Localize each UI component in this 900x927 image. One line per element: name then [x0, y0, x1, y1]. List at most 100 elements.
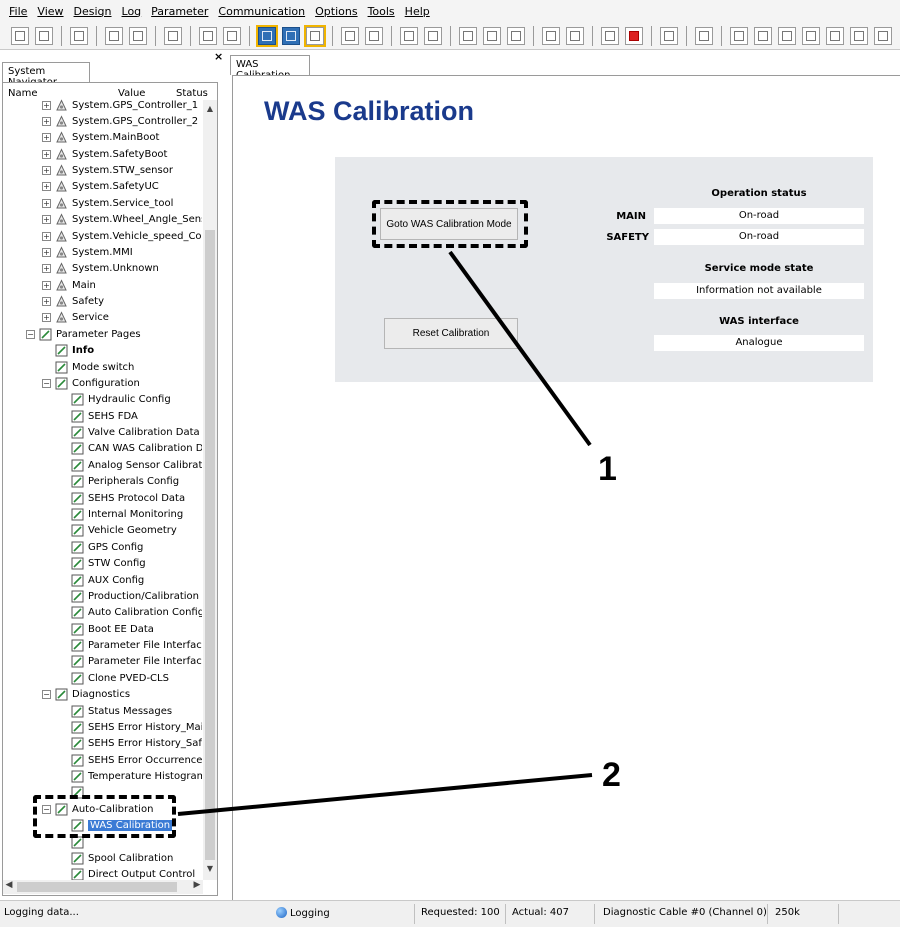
tree-node[interactable]: GPS Config [58, 539, 143, 555]
collapse-icon[interactable]: − [42, 690, 51, 700]
menu-view[interactable]: View [37, 4, 64, 18]
new-file-icon[interactable] [11, 26, 29, 45]
tree-node[interactable]: Parameter File Interfac… [58, 654, 202, 670]
expand-icon[interactable]: + [42, 313, 51, 323]
tree-node[interactable]: Clone PVED-CLS [58, 670, 169, 686]
expand-icon[interactable]: + [42, 247, 51, 257]
tree-node[interactable]: Temperature Histogram [58, 769, 202, 785]
tree-node[interactable]: −Configuration [42, 375, 140, 391]
panel-view-icon[interactable] [282, 26, 300, 45]
column-status[interactable]: Status [176, 88, 208, 99]
scroll-left-icon[interactable]: ◀ [5, 880, 13, 890]
tree-node[interactable]: STW Config [58, 556, 146, 572]
node-icon[interactable] [199, 26, 217, 45]
tree-node[interactable]: Valve Calibration Data [58, 425, 200, 441]
tree-node[interactable]: +System.MainBoot [42, 130, 159, 146]
tree-node[interactable]: Boot EE Data [58, 621, 154, 637]
database-icon[interactable] [730, 26, 748, 45]
expand-icon[interactable]: + [42, 100, 51, 110]
tree-node[interactable]: Parameter File Interfac… [58, 638, 202, 654]
tree-node[interactable]: +Main [42, 277, 96, 293]
tree-node[interactable]: −Auto-Calibration [42, 801, 153, 817]
split-view-icon[interactable] [304, 24, 326, 47]
tree-node[interactable]: +System.STW_sensor [42, 163, 173, 179]
database-import-icon[interactable] [850, 26, 868, 45]
read-parameters-icon[interactable] [459, 26, 477, 45]
disconnect-icon[interactable] [129, 26, 147, 45]
tree-node[interactable]: SEHS Error Occurrence… [58, 752, 202, 768]
connect-icon[interactable] [105, 26, 123, 45]
tree-node[interactable]: −Diagnostics [42, 687, 130, 703]
navigator-vertical-scrollbar[interactable]: ▲ ▼ [203, 100, 217, 880]
tree-node[interactable]: Auto Calibration Config [58, 605, 202, 621]
expand-icon[interactable]: + [42, 198, 51, 208]
print-icon[interactable] [341, 26, 359, 45]
menu-file[interactable]: File [9, 4, 28, 18]
expand-icon[interactable]: + [42, 297, 51, 307]
play-icon[interactable] [601, 26, 619, 45]
scroll-down-icon[interactable]: ▼ [206, 864, 214, 873]
expand-icon[interactable]: + [42, 133, 51, 143]
load-file-icon[interactable] [542, 26, 560, 45]
database-sync-icon[interactable] [874, 26, 892, 45]
tree-node[interactable]: CAN WAS Calibration D… [58, 441, 202, 457]
tree-node[interactable]: AUX Config [58, 572, 144, 588]
goto-was-calibration-button[interactable]: Goto WAS Calibration Mode [380, 208, 518, 240]
menu-help[interactable]: Help [404, 4, 430, 18]
database-remove-icon[interactable] [778, 26, 796, 45]
expand-icon[interactable]: + [42, 166, 51, 176]
tree-node[interactable]: −Parameter Pages [26, 326, 141, 342]
menu-options[interactable]: Options [315, 4, 358, 18]
expand-icon[interactable]: + [42, 182, 51, 192]
expand-icon[interactable]: + [42, 231, 51, 241]
tree-node[interactable]: +System.Unknown [42, 261, 159, 277]
save-icon[interactable] [70, 26, 88, 45]
navigator-horizontal-scrollbar[interactable]: ◀ ▶ [3, 880, 203, 894]
tree-node[interactable]: +System.Service_tool [42, 195, 173, 211]
tree-node[interactable]: +Service [42, 310, 109, 326]
expand-icon[interactable]: + [42, 116, 51, 126]
edit-icon[interactable] [365, 26, 383, 45]
menu-communication[interactable]: Communication [218, 4, 306, 18]
scroll-thumb[interactable] [205, 230, 215, 860]
collapse-icon[interactable]: − [42, 378, 51, 388]
tree-node[interactable]: WAS Calibration [58, 818, 173, 834]
expand-icon[interactable]: + [42, 264, 51, 274]
column-value[interactable]: Value [118, 88, 146, 99]
tree-node[interactable]: +System.SafetyUC [42, 179, 159, 195]
file-icon[interactable] [566, 26, 584, 45]
column-name[interactable]: Name [8, 88, 38, 99]
stop-icon[interactable] [660, 26, 678, 45]
tree-node[interactable]: SEHS FDA [58, 408, 138, 424]
download-icon[interactable] [424, 26, 442, 45]
tree-node[interactable]: Vehicle Geometry [58, 523, 177, 539]
tree-node[interactable]: +System.SafetyBoot [42, 146, 167, 162]
tree-node[interactable]: +System.Wheel_Angle_Sensor [42, 212, 202, 228]
scroll-right-icon[interactable]: ▶ [193, 880, 201, 890]
menu-tools[interactable]: Tools [367, 4, 395, 18]
scroll-up-icon[interactable]: ▲ [206, 104, 214, 113]
database-add-icon[interactable] [754, 26, 772, 45]
database-export-icon[interactable] [826, 26, 844, 45]
database-edit-icon[interactable] [802, 26, 820, 45]
tree-node[interactable]: Info [42, 343, 94, 359]
record-icon[interactable] [625, 26, 643, 45]
find-node-icon[interactable] [223, 26, 241, 45]
tree-node[interactable]: +System.Vehicle_speed_Co… [42, 228, 202, 244]
tree-node[interactable]: SEHS Error History_Saf… [58, 736, 202, 752]
search-icon[interactable] [164, 26, 182, 45]
tree-node[interactable]: Status Messages [58, 703, 172, 719]
navigator-view-icon[interactable] [256, 24, 278, 47]
tree-node[interactable]: Hydraulic Config [58, 392, 171, 408]
tree-node[interactable]: +System.GPS_Controller_1 [42, 97, 198, 113]
tree-node[interactable]: +System.MMI [42, 244, 133, 260]
reset-calibration-button[interactable]: Reset Calibration [384, 318, 518, 349]
tree-node[interactable]: SEHS Error History_Main [58, 719, 202, 735]
tree-node[interactable]: Spool Calibration [58, 850, 173, 866]
upload-icon[interactable] [400, 26, 418, 45]
tab-was-calibration[interactable]: WAS Calibration [230, 55, 310, 81]
tree-node[interactable]: Analog Sensor Calibrati… [58, 457, 202, 473]
open-folder-icon[interactable] [35, 26, 53, 45]
tree-node[interactable]: +System.GPS_Controller_2 [42, 113, 198, 129]
menu-design[interactable]: Design [73, 4, 112, 18]
